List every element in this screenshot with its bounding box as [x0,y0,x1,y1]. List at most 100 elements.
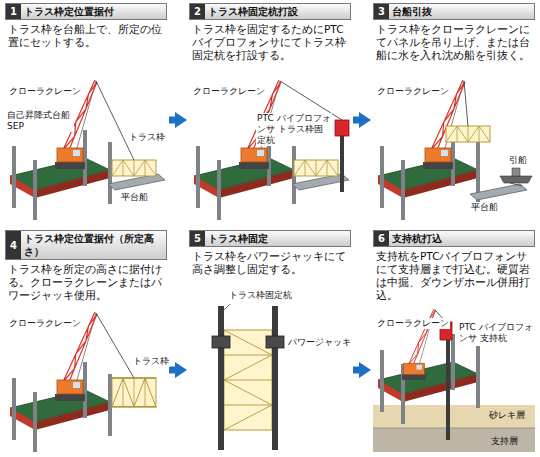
row-one-illustration-part [239,80,281,169]
part-label: 平台船 [120,192,149,203]
step-panel: 4トラス枠定位置据付（所定高さ）トラス枠を所定の高さに据付ける。クローラクレーン… [5,230,167,452]
row-one-illustration-part [10,130,112,220]
step-one-scene [10,80,165,220]
row-one-illustration-part [510,183,522,186]
step-panel: 1トラス枠定位置据付トラス枠を台船上で、所定の位置にセットする。 [5,3,167,220]
step-number: 2 [190,4,205,19]
part-label: トラス枠 [128,132,166,143]
part-label: クローラクレーン [376,86,450,97]
step-header-bar: 2トラス枠固定杭打設 [189,3,351,20]
row-one-illustration-part [470,184,527,200]
step-header-bar: 5トラス枠固定 [189,230,351,247]
step-six-scene-part [402,309,436,380]
part-label: 平台船 [470,202,499,213]
row-one-illustration-part [512,168,520,176]
step-five-elevation-part [224,330,272,430]
step-title: 台船引抜 [392,4,434,19]
flow-arrow [169,117,178,124]
flow-arrow [169,367,178,374]
step-header-bar: 6支持杭打込 [373,230,535,247]
step-description: トラス枠を固定するためにPTCバイブロフォンサにてトラス枠固定杭を打設する。 [189,20,351,63]
row-one-illustration-part [464,81,468,126]
part-label: クローラクレーン [8,86,82,97]
part-label: トラス枠固定杭 [228,290,293,301]
part-label: 引船 [508,155,528,166]
step-title: トラス枠定位置据付（所定高さ） [24,231,166,259]
step-six-scene-part [440,322,452,340]
step-title: トラス枠固定杭打設 [208,4,300,19]
step-four-scene-part [96,313,134,378]
step-header-bar: 3台船引抜 [373,3,535,20]
step-description: トラス枠をクローラクレーンにてパネルを吊り上げ、または台船に水を入れ沈め船を引抜… [373,20,535,63]
step-header-bar: 1トラス枠定位置据付 [5,3,167,20]
flow-arrow [353,117,362,124]
step-six-scene-part [435,310,446,322]
step-panel: 2トラス枠固定杭打設トラス枠を固定するためにPTCバイブロフォンサにてトラス枠固… [189,3,351,220]
step-four-scene-part [112,378,156,407]
step-number: 6 [374,231,389,246]
part-label: PTC バイブロフォンサ トラス枠固定杭 [256,113,332,146]
step-number: 4 [6,231,21,259]
row-one-illustration-part [55,80,97,169]
step-six-scene-part [373,428,535,452]
step-six-scene-part [446,340,450,440]
step-three-scene [378,80,532,220]
step-six-scene-part [373,405,535,428]
part-label: クローラクレーン [8,318,82,329]
row-one-illustration-part [280,81,342,120]
step-title: 支持杭打込 [392,231,444,246]
step-title: トラス枠固定 [208,231,270,246]
step-six-scene [373,309,535,452]
step-number: 1 [6,4,21,19]
step-five-elevation-part [224,304,230,310]
row-one-illustration-part [194,130,296,220]
step-two-scene [194,80,349,220]
part-label: トラス枠 [132,356,170,367]
step-description: トラス枠をパワージャッキにて高さ調整し固定する。 [189,247,351,277]
part-label: PTC バイブロフォンサ 支持杭 [458,322,534,344]
part-label: 支持層 [490,436,519,447]
part-label: クローラクレーン [376,318,450,329]
step-panel: 5トラス枠固定トラス枠をパワージャッキにて高さ調整し固定する。 [189,230,351,452]
row-one-illustration-part [335,120,349,136]
step-five-elevation [212,304,284,450]
part-label: 砂レキ層 [488,410,526,421]
row-one-illustration-part [500,176,532,183]
step-five-elevation-part [272,306,278,450]
step-number: 3 [374,4,389,19]
row-one-illustration-part [378,130,480,220]
step-description: トラス枠を台船上で、所定の位置にセットする。 [5,20,167,50]
step-four-scene-part [55,312,97,401]
row-one-illustration-part [423,80,465,169]
row-one-illustration-part [112,160,156,176]
part-label: パワージャッキ [287,337,352,348]
step-description: トラス枠を所定の高さに据付ける。クローラクレーンまたはパワージャッキ使用。 [5,260,167,303]
step-five-elevation-part [218,306,224,450]
step-panel: 6支持杭打込支持杭をPTCバイブロフォンサにて支持層まで打込む。硬質岩は中掘、ダ… [373,230,535,452]
step-five-elevation-part [212,336,230,348]
step-six-scene-part [373,428,535,429]
step-panel: 3台船引抜トラス枠をクローラクレーンにてパネルを吊り上げ、または台船に水を入れ沈… [373,3,535,220]
step-header-bar: 4トラス枠定位置据付（所定高さ） [5,230,167,260]
step-description: 支持杭をPTCバイブロフォンサにて支持層まで打込む。硬質岩は中掘、ダウンザホール… [373,247,535,303]
flow-arrow [353,367,362,374]
step-five-elevation-part [266,336,284,348]
step-five-elevation-part [224,330,272,430]
part-label: 自己昇降式台船 SEP [6,110,74,132]
step-four-scene-part [10,362,112,452]
row-one-illustration [10,80,532,220]
row-one-illustration-part [96,81,134,160]
step-number: 5 [190,231,205,246]
row-one-illustration-part [340,136,344,192]
row-one-illustration-part [294,160,338,176]
step-title: トラス枠定位置据付 [24,4,116,19]
part-label: クローラクレーン [192,86,266,97]
row-one-illustration-part [446,126,490,142]
step-six-scene-part [378,334,480,424]
step-four-scene [10,312,156,452]
